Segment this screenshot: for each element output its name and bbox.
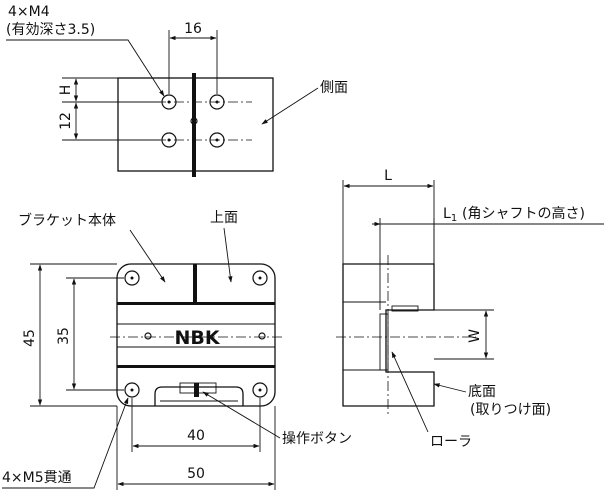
top-view: NBK 45 35 40 50 ブラケット本体 上面 操作ボタン	[2, 210, 352, 490]
roller-label: ローラ	[430, 434, 472, 450]
front-view: L L1 (角シャフトの高さ) W 底面 (取りつけ面) ローラ	[336, 168, 604, 450]
tap-holes-label: 4×M4	[8, 4, 50, 20]
l1-subscript: 1	[451, 213, 457, 224]
shaft-top-plate	[391, 305, 419, 312]
bracket-body-label: ブラケット本体	[18, 212, 116, 229]
top-view-groove-horizontal-bottom	[117, 365, 275, 368]
dim-w: W	[467, 329, 483, 343]
top-view-groove-horizontal-top	[117, 302, 275, 305]
side-face-label: 側面	[320, 80, 348, 96]
side-view-groove	[192, 73, 196, 177]
through-hole	[124, 382, 140, 398]
dim-35: 35	[56, 327, 72, 345]
bottom-face-label: 底面	[468, 384, 496, 400]
dim-l: L	[384, 168, 392, 184]
operation-button-label: 操作ボタン	[282, 431, 352, 447]
tap-hole	[209, 94, 225, 110]
through-holes-label: 4×M5貫通	[2, 470, 72, 486]
side-center-hole	[190, 117, 198, 125]
dim-16: 16	[184, 21, 202, 37]
dim-45: 45	[22, 329, 38, 347]
tap-hole	[161, 94, 177, 110]
l1-label: L1	[443, 206, 457, 224]
top-center-hole-right	[258, 332, 266, 340]
tap-depth-label: (有効深さ3.5)	[6, 22, 95, 38]
bottom-face-note: (取りつけ面)	[470, 402, 551, 418]
l1-note: (角シャフトの高さ)	[462, 205, 585, 222]
logo: NBK	[174, 327, 220, 349]
top-center-hole-left	[144, 332, 152, 340]
through-hole	[124, 270, 140, 286]
top-face-label: 上面	[210, 210, 238, 226]
top-view-groove-vertical	[193, 264, 197, 304]
through-hole	[252, 270, 268, 286]
dim-h: H	[58, 85, 74, 96]
tap-hole	[209, 132, 225, 148]
roller-element	[379, 313, 389, 371]
front-view-body	[342, 263, 435, 407]
dim-50: 50	[187, 466, 205, 482]
dim-40: 40	[187, 428, 205, 444]
side-view: 16 H 12 4×M4 (有効深さ3.5) 側面	[6, 4, 348, 177]
tap-hole	[161, 132, 177, 148]
dim-12: 12	[58, 112, 74, 130]
through-hole	[252, 382, 268, 398]
